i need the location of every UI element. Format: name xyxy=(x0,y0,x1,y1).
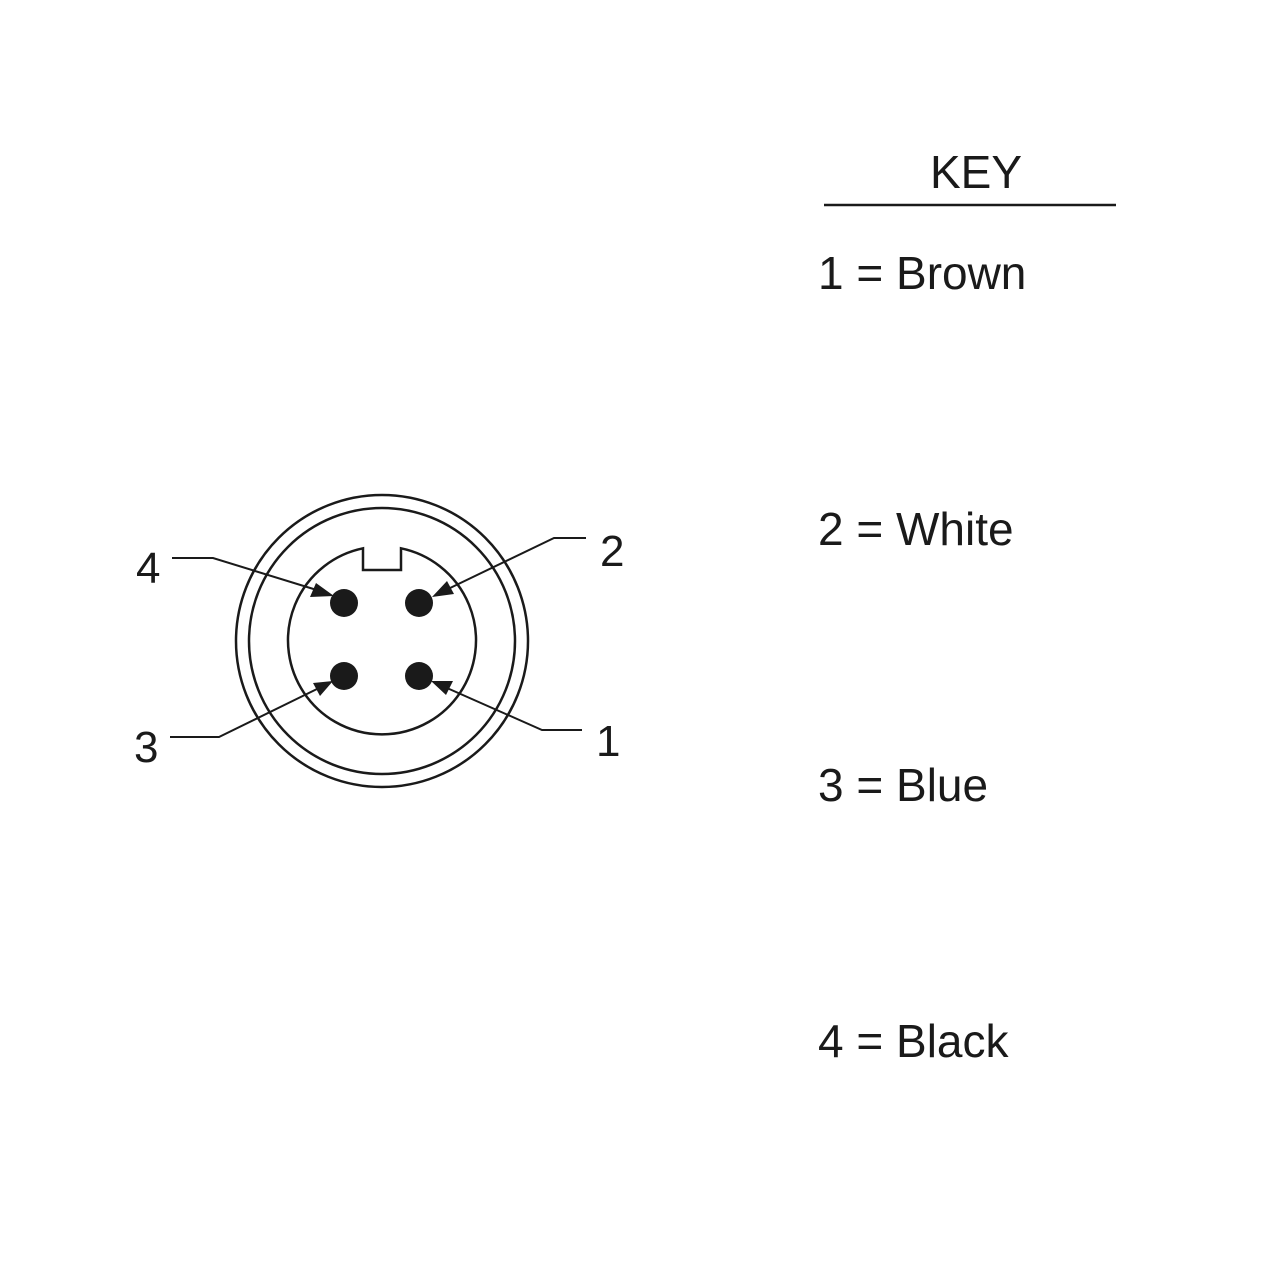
pin-label-1: 1 xyxy=(596,717,620,766)
pin-number-labels: 4 2 3 1 xyxy=(134,527,624,772)
arrowhead-pin-2 xyxy=(432,581,454,597)
key-entry-4: 4 = Black xyxy=(818,1015,1009,1067)
pin-contact-1 xyxy=(405,662,433,690)
pin-contacts xyxy=(330,589,433,690)
leader-line-pin-4 xyxy=(172,557,321,592)
leader-line-pin-1 xyxy=(446,687,582,731)
connector-face xyxy=(234,493,530,789)
arrowhead-pin-3 xyxy=(313,681,333,696)
pin-contact-4 xyxy=(330,589,358,617)
pin-label-3: 3 xyxy=(134,723,158,772)
arrowhead-pin-4 xyxy=(310,583,334,597)
pin-contact-3 xyxy=(330,662,358,690)
pin-label-2: 2 xyxy=(600,527,624,576)
leader-line-pin-3 xyxy=(170,688,318,738)
key-entry-2: 2 = White xyxy=(818,503,1014,555)
pin-contact-2 xyxy=(405,589,433,617)
pin-label-4: 4 xyxy=(136,544,160,593)
arrowhead-pin-1 xyxy=(431,681,453,695)
pin-leader-lines xyxy=(170,537,586,738)
connector-insert-with-keyway xyxy=(286,546,478,736)
connector-outer-ring xyxy=(234,493,530,789)
leader-line-pin-2 xyxy=(447,537,586,590)
key-entry-3: 3 = Blue xyxy=(818,759,988,811)
connector-middle-ring xyxy=(247,506,517,776)
key-entry-1: 1 = Brown xyxy=(818,247,1026,299)
key-legend: KEY 1 = Brown 2 = White 3 = Blue 4 = Bla… xyxy=(818,146,1116,1067)
key-title: KEY xyxy=(930,146,1022,198)
